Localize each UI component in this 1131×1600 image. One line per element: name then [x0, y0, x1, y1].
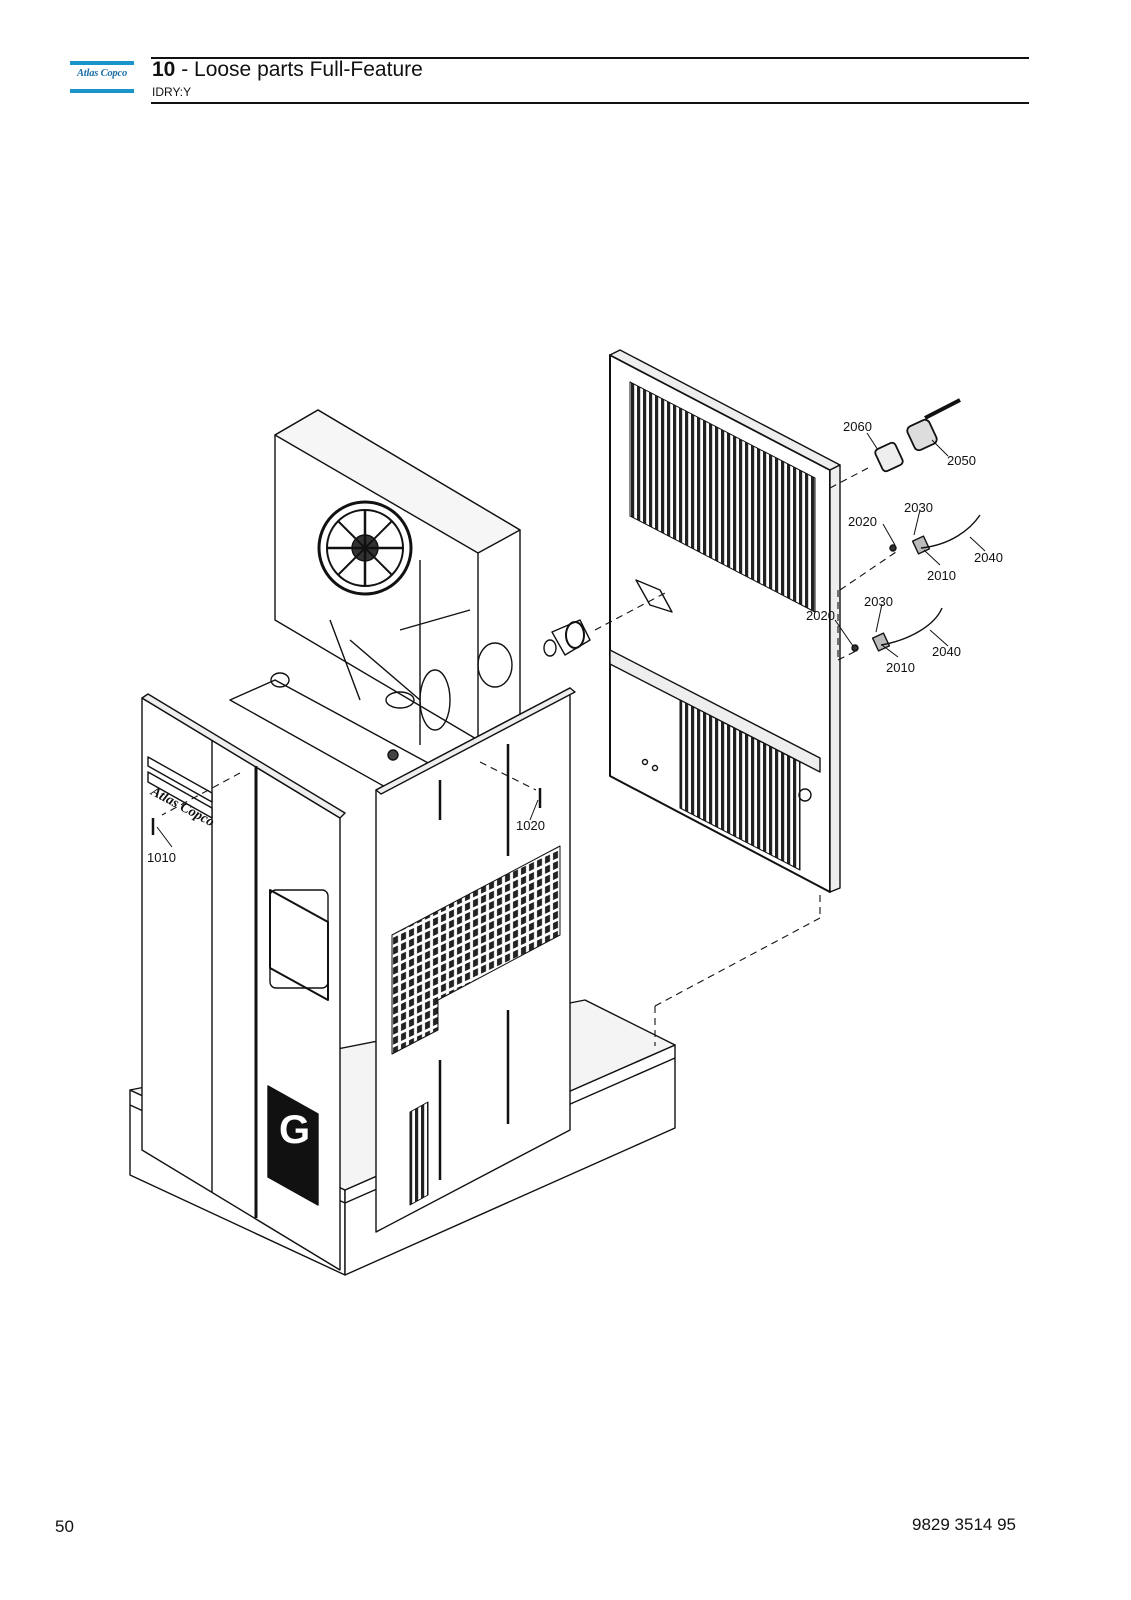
page-subtitle: IDRY:Y	[152, 85, 192, 99]
page-number: 50	[55, 1517, 74, 1536]
callout-2060: 2060	[843, 419, 872, 434]
logo-top-bar	[70, 61, 134, 65]
header-top-rule	[151, 57, 1029, 59]
dryer-unit	[129, 349, 981, 1276]
callout-2030-upper: 2030	[904, 500, 933, 515]
left-door-panel	[141, 693, 346, 1271]
assembly-lines	[161, 467, 897, 1046]
callout-labels: 1010 1020 2010 2010 2020 2020 2030 2030 …	[147, 419, 1003, 865]
callout-2030-lower: 2030	[864, 594, 893, 609]
section-title: - Loose parts Full-Feature	[175, 58, 423, 81]
logo-wordmark: Atlas Copco	[76, 68, 127, 79]
page-title: 10 - Loose parts Full-Feature	[152, 58, 423, 82]
callout-2050: 2050	[947, 453, 976, 468]
callout-2020-lower: 2020	[806, 608, 835, 623]
callout-2040-upper: 2040	[974, 550, 1003, 565]
loose-parts	[151, 398, 981, 835]
right-side-panel	[375, 687, 576, 1233]
header-bottom-rule	[151, 102, 1029, 104]
callout-1010: 1010	[147, 850, 176, 865]
callout-2010-lower: 2010	[886, 660, 915, 675]
section-number: 10	[152, 58, 176, 81]
atlas-copco-logo: Atlas Copco	[70, 61, 134, 93]
callout-2010-upper: 2010	[927, 568, 956, 583]
callout-2020-upper: 2020	[848, 514, 877, 529]
removable-front-panel	[609, 349, 841, 893]
document-number: 9829 3514 95	[912, 1515, 1016, 1534]
machine-badge: G	[279, 1108, 310, 1152]
callout-1020: 1020	[516, 818, 545, 833]
callout-leaders	[156, 432, 986, 848]
logo-bottom-bar	[70, 89, 134, 93]
callout-2040-lower: 2040	[932, 644, 961, 659]
